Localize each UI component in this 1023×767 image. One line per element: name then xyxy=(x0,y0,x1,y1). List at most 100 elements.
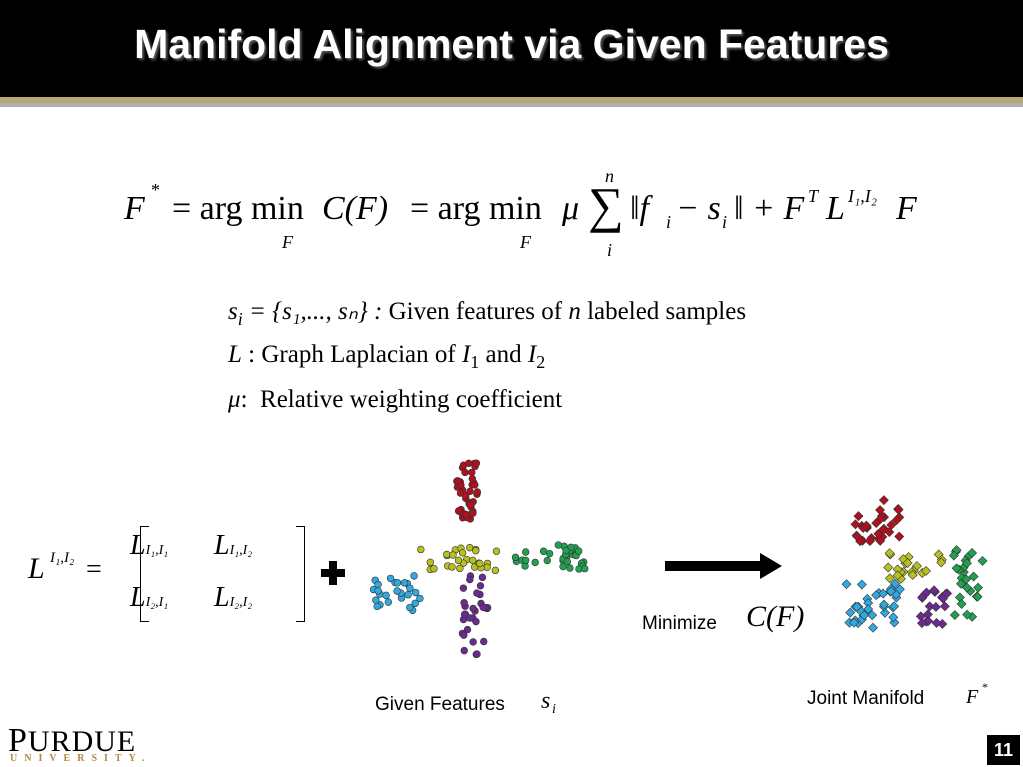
green-point xyxy=(962,558,972,569)
olive-point xyxy=(884,573,895,584)
olive-point xyxy=(892,564,903,575)
eq-norm: ‖f xyxy=(630,190,649,227)
green-point xyxy=(962,609,973,620)
purple-point xyxy=(463,625,472,634)
blue-point xyxy=(888,612,899,623)
purple-point xyxy=(479,603,487,611)
laplacian-matrix: L I₁,I₂ = LI₁,I₁ LI₁,I₂ LI₂,I₁ LI₂,I₂ xyxy=(28,524,305,624)
red-point xyxy=(454,477,462,485)
given-features-label: Given Features xyxy=(375,694,505,715)
olive-point xyxy=(417,545,425,554)
blue-point xyxy=(393,579,402,587)
red-point xyxy=(468,468,476,477)
blue-point xyxy=(879,599,890,610)
green-point xyxy=(977,555,988,566)
purple-point xyxy=(917,618,927,629)
blue-point xyxy=(384,598,393,606)
purple-point xyxy=(460,646,468,655)
eq-lhs: F xyxy=(124,190,145,227)
eq-sum-top: n xyxy=(605,166,614,186)
plus-icon xyxy=(321,561,345,585)
eq-under-2: F xyxy=(520,232,531,252)
green-point xyxy=(973,582,984,593)
green-point xyxy=(961,574,972,585)
blue-point xyxy=(845,607,856,618)
eq-cost: C(F) xyxy=(322,190,389,227)
joint-manifold-sym: F xyxy=(966,686,979,708)
green-point xyxy=(543,556,551,565)
olive-point xyxy=(430,565,438,573)
matrix-cell-11: LI₁,I₁ xyxy=(130,530,169,561)
green-point xyxy=(554,541,563,549)
eq-mu: μ xyxy=(562,190,580,227)
blue-point xyxy=(372,596,380,604)
olive-point xyxy=(936,557,947,568)
eq-sum-bottom: i xyxy=(607,240,613,260)
blue-point xyxy=(382,591,390,600)
red-point xyxy=(472,459,481,467)
olive-point xyxy=(448,563,456,571)
red-point xyxy=(875,535,886,546)
blue-point xyxy=(859,610,870,621)
blue-point xyxy=(404,591,412,599)
blue-point xyxy=(890,578,901,589)
eq-s-sub: i xyxy=(722,212,728,232)
purple-point xyxy=(480,637,488,646)
title-underline xyxy=(0,103,1023,107)
olive-point xyxy=(449,551,457,559)
blue-point xyxy=(867,610,878,621)
matrix-lhs: L xyxy=(28,552,45,585)
red-point xyxy=(461,468,469,477)
definition-L: L : Graph Laplacian of I1 and I2 xyxy=(228,341,546,372)
blue-point xyxy=(863,598,874,608)
green-point xyxy=(956,578,966,589)
green-point xyxy=(948,550,959,561)
red-point xyxy=(894,531,905,542)
red-point xyxy=(852,531,863,542)
red-point xyxy=(891,515,902,526)
green-point xyxy=(521,556,530,565)
red-point xyxy=(471,481,479,489)
olive-point xyxy=(492,547,501,555)
purple-point xyxy=(939,601,950,612)
olive-point xyxy=(491,566,500,575)
blue-point xyxy=(878,588,889,599)
blue-point xyxy=(386,574,395,583)
olive-point xyxy=(443,550,451,559)
green-point xyxy=(581,564,589,573)
olive-point xyxy=(426,558,435,567)
red-point xyxy=(850,519,861,530)
red-point xyxy=(865,536,875,547)
definition-mu: μ: Relative weighting coefficient xyxy=(228,386,563,413)
blue-point xyxy=(889,601,900,612)
blue-point xyxy=(406,603,414,612)
olive-point xyxy=(883,562,894,573)
green-point xyxy=(539,547,548,555)
eq-L-sup: I₁,I₂ xyxy=(848,186,878,206)
blue-point xyxy=(406,584,414,592)
purple-point xyxy=(924,601,935,612)
eq-tail: F xyxy=(896,190,917,227)
eq-L: L xyxy=(826,190,845,227)
red-point xyxy=(871,518,882,529)
olive-point xyxy=(472,547,480,555)
page-number: 11 xyxy=(987,735,1020,765)
green-point xyxy=(972,591,983,602)
given-features-sub: i xyxy=(552,702,556,717)
purple-point xyxy=(930,602,941,612)
joint-manifold-label: Joint Manifold xyxy=(807,688,925,709)
slide-title: Manifold Alignment via Given Features xyxy=(134,21,889,67)
eq-minus-s: − s xyxy=(676,190,721,227)
green-point xyxy=(566,564,574,572)
purple-point xyxy=(469,604,477,613)
red-point xyxy=(878,495,889,506)
given-features-sym: s xyxy=(541,688,551,714)
joint-manifold-plot xyxy=(841,495,988,633)
minimize-label: Minimize xyxy=(642,613,717,634)
red-point xyxy=(465,459,473,468)
green-point xyxy=(511,553,520,562)
purple-point xyxy=(478,573,487,582)
blue-point xyxy=(374,587,382,595)
green-point xyxy=(575,547,583,555)
blue-point xyxy=(411,599,419,608)
